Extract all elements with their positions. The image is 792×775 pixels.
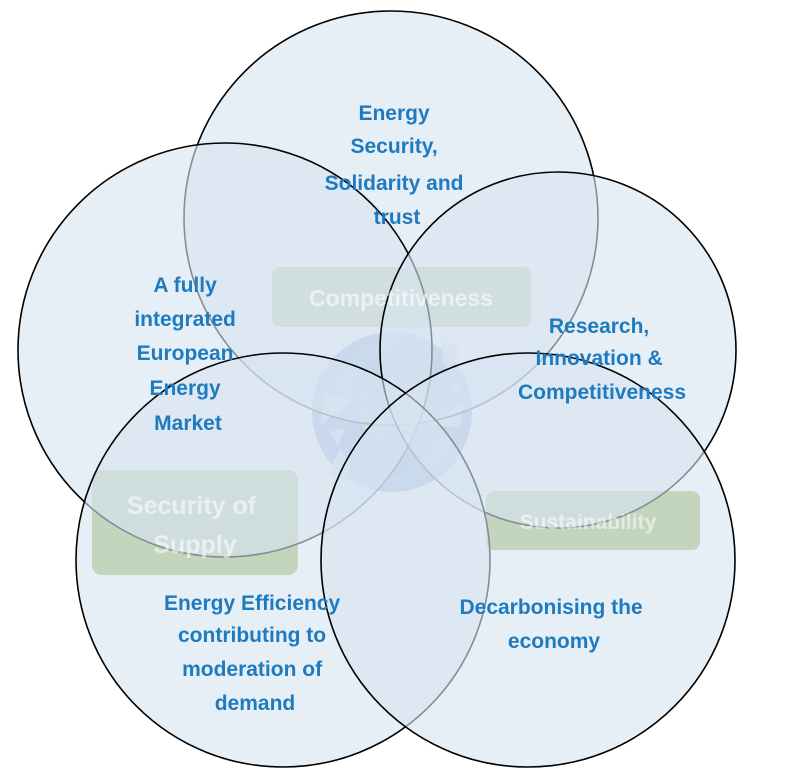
priority-internal-market-label: A fully integrated European Energy Marke… <box>134 274 241 435</box>
pillar-security-of-supply-label: Security of Supply <box>127 492 263 559</box>
priority-energy-security-label: Energy Security, Solidarity and trust <box>325 102 470 229</box>
priority-efficiency-label: Energy Efficiency contributing to modera… <box>164 592 346 715</box>
circle-decarbonisation <box>320 352 736 768</box>
priority-research-label: Research, Innovation & Competitiveness <box>518 315 686 404</box>
pillar-competitiveness-label: Competitiveness <box>309 285 493 311</box>
priority-decarbonisation-label: Decarbonising the economy <box>459 596 648 653</box>
pillar-sustainability-label: Sustainability <box>520 511 657 534</box>
